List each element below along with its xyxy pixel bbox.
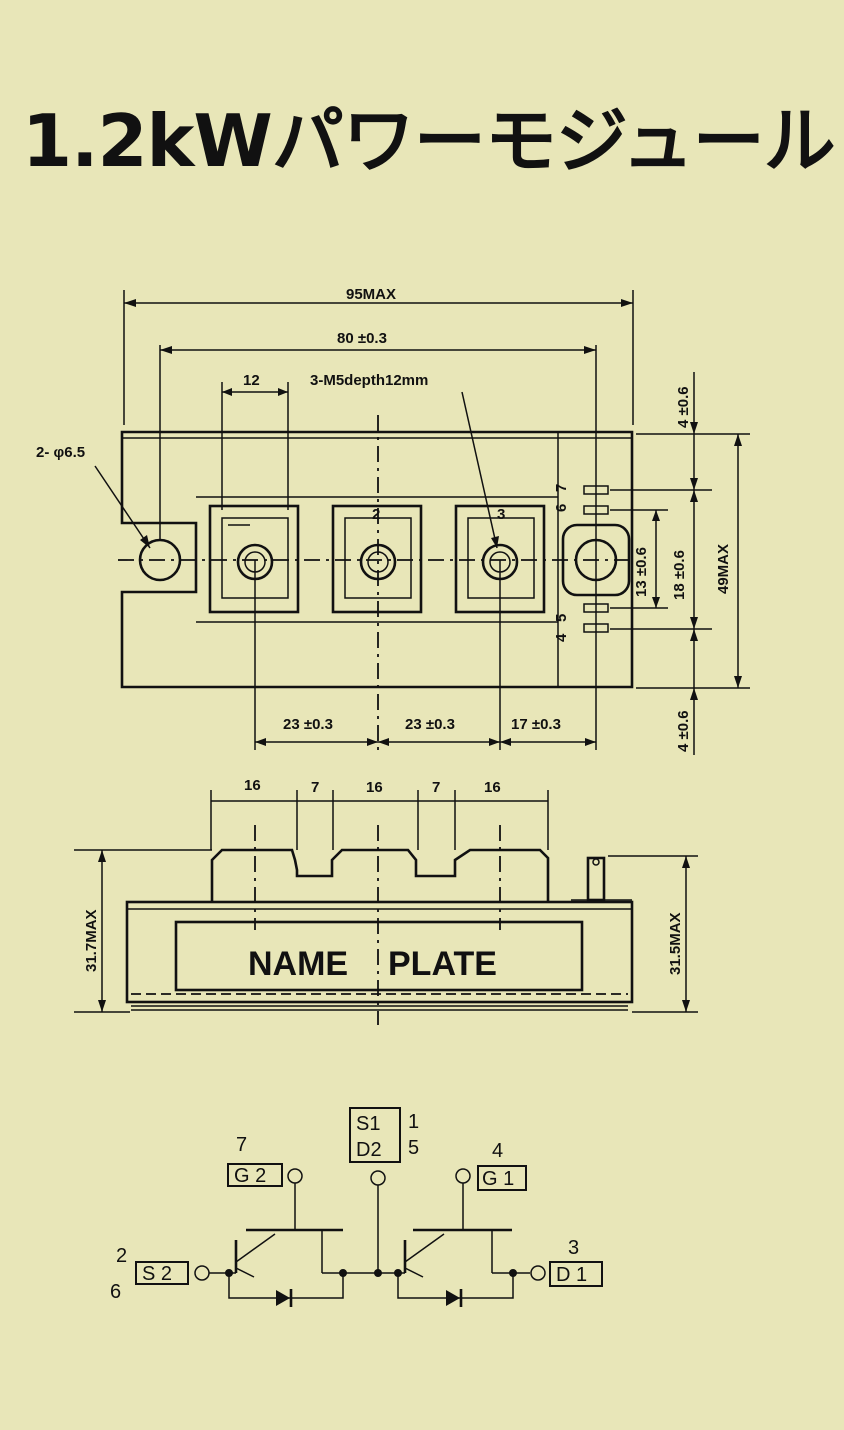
dim-12: 12 xyxy=(243,372,260,389)
page-title: 1.2kWパワーモジュール xyxy=(22,99,836,183)
dim-80: 80 ±0.3 xyxy=(337,330,387,347)
pin-3: 3 xyxy=(568,1237,579,1259)
dim-23-a: 23 ±0.3 xyxy=(283,716,333,733)
dim-31-7max: 31.7MAX xyxy=(83,909,100,972)
pin-label-7: 7 xyxy=(553,484,570,492)
dim-23-b: 23 ±0.3 xyxy=(405,716,455,733)
pin-label-6: 6 xyxy=(553,504,570,512)
g1-box xyxy=(477,1165,527,1191)
label-d2: D2 xyxy=(356,1139,382,1161)
dim-95max: 95MAX xyxy=(346,286,396,303)
dim-49max: 49MAX xyxy=(715,544,732,594)
side-view: 16 7 16 7 16 NAME PLATE 31.7MAX xyxy=(74,777,698,1025)
dim-17: 17 ±0.3 xyxy=(511,716,561,733)
dim-7-b: 7 xyxy=(432,779,440,796)
terminal-1 xyxy=(208,504,300,614)
s1-d2-box xyxy=(349,1107,401,1163)
dim-4-bottom: 4 ±0.6 xyxy=(675,710,692,752)
dim-13: 13 ±0.6 xyxy=(633,547,650,597)
pin-2: 2 xyxy=(116,1245,127,1267)
s2-box xyxy=(135,1261,189,1285)
label-d1: D 1 xyxy=(556,1264,587,1286)
label-g1: G 1 xyxy=(482,1168,514,1190)
pin-5: 5 xyxy=(408,1137,419,1159)
name-plate-left: NAME xyxy=(248,945,348,983)
pin-1: 1 xyxy=(408,1111,419,1133)
label-g2: G 2 xyxy=(234,1165,266,1187)
dim-7-a: 7 xyxy=(311,779,319,796)
note-holes: 2- φ6.5 xyxy=(36,444,85,461)
dim-18: 18 ±0.6 xyxy=(671,550,688,600)
name-plate xyxy=(174,920,584,992)
terminal-label-3: 3 xyxy=(497,506,505,523)
d1-box xyxy=(549,1261,603,1287)
pin-label-5: 5 xyxy=(553,614,570,622)
pin-label-4: 4 xyxy=(553,633,570,642)
terminal-label-1: 2 xyxy=(372,506,380,523)
pin-4: 4 xyxy=(492,1140,503,1162)
dim-16-a: 16 xyxy=(244,777,261,794)
note-m5: 3-M5depth12mm xyxy=(310,372,428,389)
label-s1: S1 xyxy=(356,1113,380,1135)
dim-16-c: 16 xyxy=(484,779,501,796)
module-body-side xyxy=(125,900,634,1004)
dim-4-top: 4 ±0.6 xyxy=(675,386,692,428)
top-view: 2 3 7 6 5 4 95MAX 80 ±0.3 xyxy=(36,286,750,755)
circuit-diagram: S1 D2 1 5 7 G 2 4 G 1 xyxy=(110,1107,603,1307)
module-outline xyxy=(120,430,634,689)
pin-7: 7 xyxy=(236,1134,247,1156)
label-s2: S 2 xyxy=(142,1263,172,1285)
pin-6: 6 xyxy=(110,1281,121,1303)
dim-16-b: 16 xyxy=(366,779,383,796)
dim-31-5max: 31.5MAX xyxy=(667,912,684,975)
g2-box xyxy=(227,1163,283,1187)
name-plate-right: PLATE xyxy=(388,945,497,983)
